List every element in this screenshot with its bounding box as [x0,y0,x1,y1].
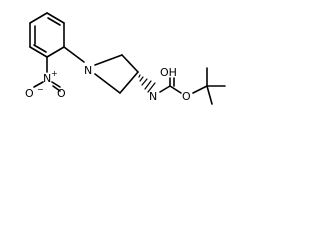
bond [192,85,208,94]
stereo-hashed-wedge [138,74,156,93]
atom-label-n-pyrrolidine: N [84,64,92,77]
benzene-ring [29,12,65,58]
double-bond-inner [33,44,47,53]
atom-label-oh: OH [160,66,177,79]
bond [29,12,48,24]
atom-label-o-nitro-left: O [25,87,34,100]
atom-label-n-carbamate: N [149,90,157,103]
wedge-hash [139,76,144,82]
bond [51,81,61,88]
bond [29,46,48,58]
atom-charge-plus: + [51,69,58,78]
bond [119,71,139,94]
structure-canvas: N N + O O − N OH O [0,0,248,148]
wedge-hash [147,82,156,93]
pyrrolidine-ring [94,54,139,94]
double-bond-inner [47,17,61,26]
bond [94,54,123,66]
bond [169,85,182,94]
atom-charge-minus: − [37,85,44,94]
chemical-structure-drawing: N N + O O − N OH O [25,12,226,105]
bond [94,73,121,94]
atom-label-o-nitro-right: O [57,87,66,100]
bond [63,46,85,63]
atom-label-n-nitro: N [43,72,51,85]
bond [33,81,44,88]
wedge-hash [144,80,152,90]
bond [46,12,65,24]
atom-label-o-ester: O [182,90,191,103]
double-bond-inner [52,85,61,92]
wedge-hash [141,78,148,86]
bond [121,54,139,73]
bond [159,85,171,93]
bond [46,46,65,58]
wedge-hash [138,74,141,78]
bond [206,85,213,105]
